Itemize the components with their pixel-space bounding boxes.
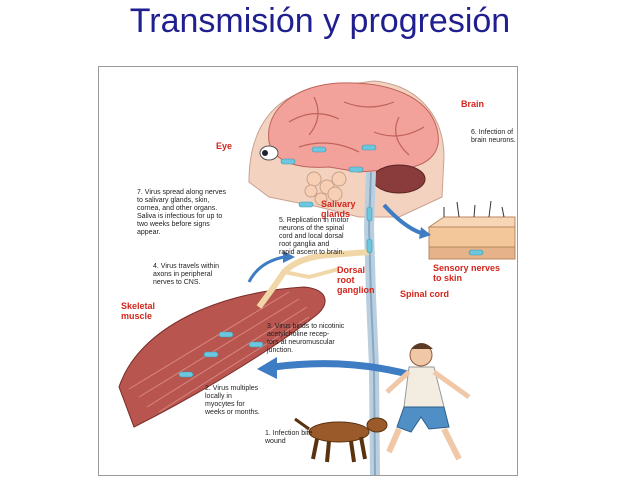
person-illustration xyxy=(385,343,471,461)
step-3-note: 3. Virus binds to nicotinic acetylcholin… xyxy=(267,323,345,354)
label-sensory-nerves: Sensory nerves to skin xyxy=(433,263,501,283)
label-dorsal-root-ganglion: Dorsal root ganglion xyxy=(337,265,375,295)
cerebellum xyxy=(372,164,426,194)
diagram-illustration xyxy=(118,80,516,475)
label-salivary-glands: Salivary glands xyxy=(321,199,356,219)
arrow-bite-to-muscle xyxy=(273,360,420,381)
label-spinal-cord: Spinal cord xyxy=(400,289,450,299)
rabies-transmission-diagram: Brain Eye Salivary glands Dorsal root ga… xyxy=(98,66,518,476)
step-2-note: 2. Virus multiples locally in myocytes f… xyxy=(205,385,260,416)
step-7-note: 7. Virus spread along nerves to salivary… xyxy=(137,189,226,236)
eye xyxy=(259,145,279,161)
step-5-note: 5. Replication in motor neurons of the s… xyxy=(279,217,349,256)
page-title: Transmisión y progresión xyxy=(129,2,511,40)
salivary-glands xyxy=(304,171,347,206)
step-4-note: 4. Virus travels within axons in periphe… xyxy=(153,263,220,286)
dog-illustration xyxy=(294,417,388,463)
label-brain: Brain xyxy=(461,99,485,109)
skin-block xyxy=(427,200,516,260)
virus-particles xyxy=(178,144,484,378)
step-6-note: 6. Infection of brain neurons. xyxy=(471,129,516,144)
label-skeletal-muscle: Skeletal muscle xyxy=(121,301,156,321)
arrow-along-nerve xyxy=(247,255,285,283)
label-eye: Eye xyxy=(216,141,233,151)
arrow-to-skin xyxy=(382,203,422,235)
brain xyxy=(268,82,439,173)
step-1-note: 1. Infection bite wound xyxy=(265,430,313,445)
